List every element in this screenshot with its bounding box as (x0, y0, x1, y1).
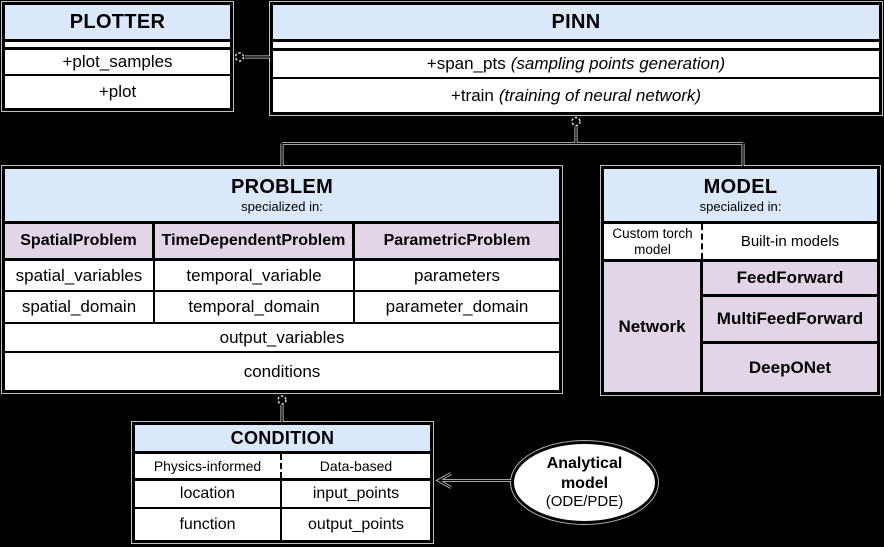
problem-subclass-row: SpatialProblem TimeDependentProblem Para… (5, 224, 559, 261)
problem-class-box: PROBLEM specialized in: SpatialProblem T… (2, 166, 562, 393)
pinn-method-train-name: +train (450, 85, 494, 105)
condition-attr-output-points: output_points (307, 515, 405, 533)
problem-attr-temporal-variable: temporal_variable (155, 261, 355, 290)
pinn-method-train-note: (training of neural network) (498, 85, 702, 105)
problem-attr-temporal-domain: temporal_domain (155, 292, 355, 322)
pinn-method-span-pts-name: +span_pts (426, 54, 506, 73)
aggregation-diamond-pinn (571, 116, 581, 127)
model-deeponet-cell: DeepONet (703, 344, 877, 392)
model-network-cell: Network (604, 262, 703, 392)
pinn-method-span-pts-note: (sampling points generation) (510, 54, 726, 73)
plotter-header: PLOTTER (5, 5, 230, 42)
aggregation-link-pinn-children (280, 116, 745, 166)
model-kind-row: Custom torch model Built-in models (604, 224, 877, 262)
model-multifeedforward-cell: MultiFeedForward (703, 297, 877, 344)
condition-attr-function: function (135, 509, 282, 540)
plotter-title: PLOTTER (69, 10, 166, 33)
condition-header: CONDITION (135, 425, 430, 454)
analytical-model-line2: model (560, 474, 609, 492)
model-custom-torch-label: Custom torch model (604, 224, 703, 259)
problem-title: PROBLEM (230, 175, 334, 198)
problem-attr-output-variables: output_variables (5, 324, 559, 353)
model-title: MODEL (703, 175, 778, 198)
problem-attr-row-1: spatial_variables temporal_variable para… (5, 261, 559, 292)
problem-header: PROBLEM specialized in: (5, 169, 559, 224)
condition-kind-row: Physics-informed Data-based (135, 454, 430, 481)
aggregation-diamond-plotter (234, 52, 245, 62)
pinn-title: PINN (551, 10, 601, 33)
problem-attr-row-2: spatial_domain temporal_domain parameter… (5, 292, 559, 324)
aggregation-link-problem-condition (277, 395, 287, 422)
arrow-link-analytical-condition (435, 472, 511, 489)
condition-attr-location: location (135, 481, 282, 507)
pinn-class-box: PINN +span_pts (sampling points generati… (270, 2, 882, 115)
plotter-method-plot: +plot (98, 82, 137, 101)
pinn-method-span-pts: +span_pts (sampling points generation) (273, 51, 879, 79)
model-specializations: Network FeedForward MultiFeedForward Dee… (604, 262, 877, 392)
condition-attr-row-2: function output_points (135, 509, 430, 540)
condition-title: CONDITION (230, 427, 335, 448)
model-builtin-column: FeedForward MultiFeedForward DeepONet (703, 262, 877, 392)
plotter-method-plot-samples: +plot_samples (5, 50, 230, 76)
problem-subtitle: specialized in: (241, 198, 323, 214)
analytical-model-line3: (ODE/PDE) (545, 492, 624, 510)
aggregation-diamond-problem (277, 395, 287, 405)
analytical-model-line1: Analytical (546, 455, 623, 473)
model-subtitle: specialized in: (699, 198, 782, 214)
model-builtin-label: Built-in models (740, 233, 840, 250)
condition-attr-row-1: location input_points (135, 481, 430, 509)
problem-attr-parameter-domain: parameter_domain (385, 297, 529, 316)
model-feedforward-cell: FeedForward (703, 262, 877, 297)
model-header: MODEL specialized in: (604, 169, 877, 224)
problem-attr-conditions: conditions (243, 361, 321, 381)
analytical-model-node: Analytical model (ODE/PDE) (511, 441, 658, 524)
plotter-class-box: PLOTTER +plot_samples +plot (2, 2, 233, 111)
pinn-header: PINN (273, 5, 879, 42)
condition-class-box: CONDITION Physics-informed Data-based lo… (132, 422, 433, 543)
problem-subclass-parametric: ParametricProblem (355, 224, 559, 258)
problem-attr-parameters: parameters (414, 265, 500, 285)
pinn-empty-compartment (273, 42, 879, 51)
problem-subclass-timedependent: TimeDependentProblem (155, 224, 355, 258)
condition-data-based-label: Data-based (319, 458, 393, 474)
problem-attr-spatial-domain: spatial_domain (5, 292, 155, 322)
pinn-method-train: +train (training of neural network) (273, 79, 879, 112)
arrowhead-icon (437, 472, 511, 489)
plotter-empty-compartment (5, 42, 230, 50)
condition-attr-input-points: input_points (312, 485, 400, 502)
model-class-box: MODEL specialized in: Custom torch model… (601, 166, 880, 395)
problem-attr-spatial-variables: spatial_variables (5, 261, 155, 290)
condition-physics-informed-label: Physics-informed (135, 454, 282, 478)
problem-subclass-spatial: SpatialProblem (5, 224, 155, 258)
aggregation-link-plotter-pinn (234, 52, 270, 62)
